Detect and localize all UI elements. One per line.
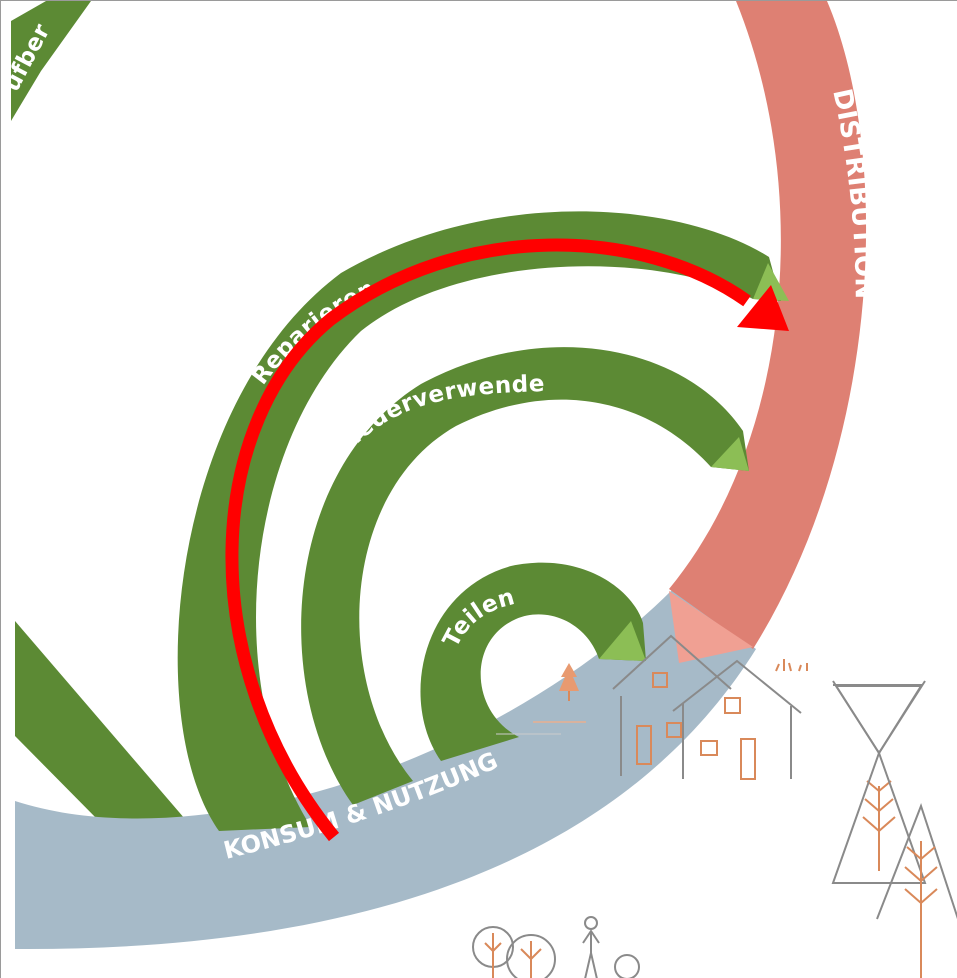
wiederverwenden-loop [301, 347, 749, 805]
teilen-loop [420, 562, 646, 761]
reparieren-loop [177, 211, 781, 832]
pine-tree-icon [876, 803, 957, 978]
teilen-arrow-tip [599, 621, 646, 661]
distribution-band [669, 1, 867, 649]
landscape-illustration [472, 634, 957, 978]
person-icon [582, 916, 600, 978]
house-icon [672, 659, 802, 780]
small-tree-icon [559, 663, 579, 701]
reparieren-arrow-tip [753, 263, 789, 301]
grass-icon [775, 659, 808, 672]
house-icon [612, 634, 732, 776]
distribution-arrow-tip [669, 591, 753, 663]
outer-loop-top-segment [11, 1, 91, 121]
highlight-arrowhead [737, 285, 789, 331]
round-tree-icon [506, 934, 556, 978]
pine-tree-outline-icon [831, 750, 927, 884]
pine-tree-icon [832, 680, 926, 871]
outer-loop-arc: ufber [1, 1, 197, 833]
outer-loop-bottom-segment [15, 621, 197, 833]
round-tree-icon [472, 926, 514, 978]
highlight-arrow [225, 238, 789, 842]
bicycle-icon [614, 954, 640, 978]
highlight-arrow-line [225, 238, 751, 842]
wiederverwenden-arrow-tip [711, 437, 749, 471]
